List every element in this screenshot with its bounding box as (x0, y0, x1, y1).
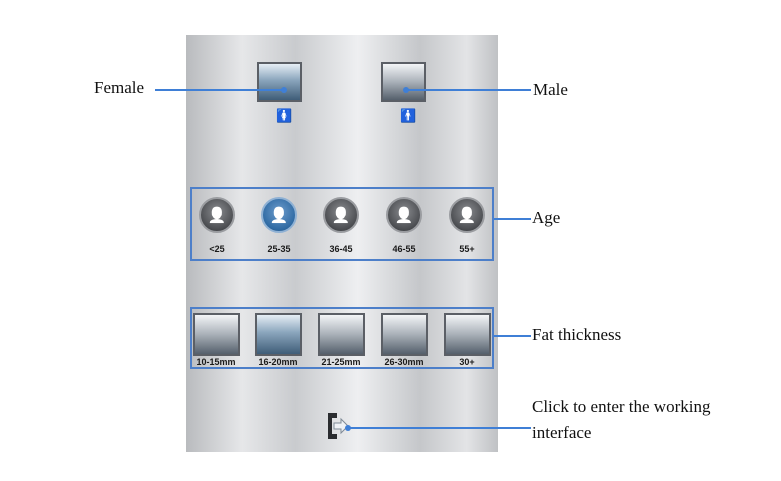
age-option-label: 25-35 (267, 244, 291, 254)
age-option-3[interactable]: 👤 (386, 197, 422, 233)
enter-icon[interactable] (325, 411, 349, 441)
person-avatar-icon: 👤 (331, 207, 351, 224)
fat-option-2[interactable] (318, 313, 365, 356)
fat-option-1[interactable] (255, 313, 302, 356)
enter-note-line1: Click to enter the working (532, 397, 711, 416)
enter-callout-line (347, 427, 531, 429)
female-note: Female (94, 78, 145, 97)
fat-thickness-note: Fat thickness (532, 325, 622, 344)
female-button[interactable] (257, 62, 302, 102)
male-callout-line (405, 89, 531, 91)
fat-option-label: 26-30mm (384, 357, 424, 367)
callout-dot (345, 425, 351, 431)
fat-thickness-group (190, 307, 494, 369)
fat-option-4[interactable] (444, 313, 491, 356)
age-option-2[interactable]: 👤 (323, 197, 359, 233)
age-option-label: 55+ (459, 244, 475, 254)
male-note: Male (533, 80, 568, 99)
fat-option-label: 30+ (459, 357, 475, 367)
male-button[interactable] (381, 62, 426, 102)
fat-option-label: 16-20mm (258, 357, 298, 367)
fat-callout-line (494, 335, 531, 337)
fat-option-label: 10-15mm (196, 357, 236, 367)
age-option-1[interactable]: 👤 (261, 197, 297, 233)
person-avatar-icon: 👤 (457, 207, 477, 224)
age-option-label: <25 (209, 244, 225, 254)
age-note: Age (532, 208, 561, 227)
fat-option-0[interactable] (193, 313, 240, 356)
age-group (190, 187, 494, 261)
settings-panel (186, 35, 498, 452)
fat-option-3[interactable] (381, 313, 428, 356)
callout-dot (281, 87, 287, 93)
fat-option-label: 21-25mm (321, 357, 361, 367)
person-avatar-icon: 👤 (394, 207, 414, 224)
age-callout-line (494, 218, 531, 220)
male-icon: 🚹 (400, 108, 417, 123)
age-option-4[interactable]: 👤 (449, 197, 485, 233)
female-icon: 🚺 (276, 108, 293, 123)
age-option-0[interactable]: 👤 (199, 197, 235, 233)
callout-dot (403, 87, 409, 93)
female-callout-line (155, 89, 283, 91)
enter-note-line2: interface (532, 423, 592, 442)
person-avatar-icon: 👤 (269, 207, 289, 224)
person-avatar-icon: 👤 (207, 207, 227, 224)
age-option-label: 36-45 (329, 244, 353, 254)
age-option-label: 46-55 (392, 244, 416, 254)
